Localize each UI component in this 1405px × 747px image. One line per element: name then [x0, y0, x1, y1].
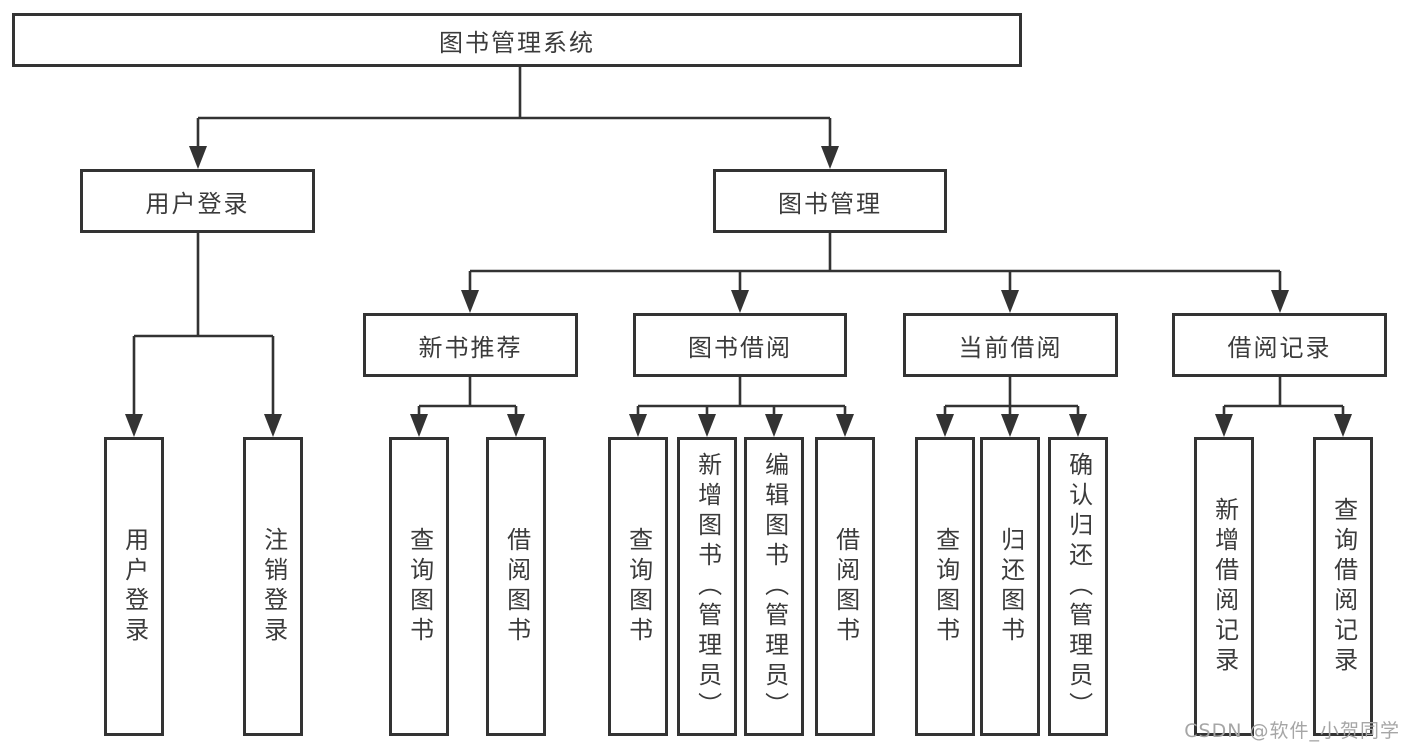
node-borrowing-add-books-admin-label: 新增图书（管理员）: [693, 451, 722, 722]
node-borrowing-borrow-books-label: 借阅图书: [831, 526, 860, 647]
node-records-add-record-label: 新增借阅记录: [1210, 496, 1239, 677]
node-user-login: 用户登录: [80, 169, 315, 233]
node-current-confirm-return-admin: 确认归还（管理员）: [1048, 437, 1108, 736]
node-new-book-recommend-label: 新书推荐: [418, 333, 523, 362]
node-logout-action: 注销登录: [243, 437, 303, 736]
node-user-login-label: 用户登录: [145, 189, 250, 218]
node-borrowing-borrow-books: 借阅图书: [815, 437, 875, 736]
node-current-confirm-return-admin-label: 确认归还（管理员）: [1064, 451, 1093, 722]
connector-lines: [132, 67, 1345, 418]
node-records-add-record: 新增借阅记录: [1194, 437, 1254, 736]
node-book-management: 图书管理: [713, 169, 947, 233]
connector-arrowheads: [125, 146, 1352, 437]
node-new-book-recommend: 新书推荐: [363, 313, 578, 377]
node-book-management-label: 图书管理: [778, 189, 882, 218]
node-borrowing-query-books-label: 查询图书: [624, 526, 653, 647]
node-current-borrowing: 当前借阅: [903, 313, 1118, 377]
node-library-system: 图书管理系统: [12, 13, 1022, 67]
node-borrowing-edit-books-admin: 编辑图书（管理员）: [744, 437, 804, 736]
node-borrowing-edit-books-admin-label: 编辑图书（管理员）: [760, 451, 789, 722]
node-current-return-books: 归还图书: [980, 437, 1040, 736]
csdn-watermark: CSDN @软件_小贺同学: [1184, 720, 1400, 742]
node-book-borrowing-label: 图书借阅: [688, 333, 792, 362]
node-recommend-borrow-books: 借阅图书: [486, 437, 546, 736]
node-user-login-action-label: 用户登录: [120, 526, 149, 647]
node-recommend-borrow-books-label: 借阅图书: [502, 526, 531, 647]
node-current-query-books: 查询图书: [915, 437, 975, 736]
node-recommend-query-books-label: 查询图书: [405, 526, 434, 647]
node-current-query-books-label: 查询图书: [931, 526, 960, 647]
node-library-system-label: 图书管理系统: [439, 28, 595, 57]
node-records-query-record-label: 查询借阅记录: [1329, 496, 1358, 677]
node-book-borrowing: 图书借阅: [633, 313, 847, 377]
node-logout-action-label: 注销登录: [259, 526, 288, 647]
node-borrowing-query-books: 查询图书: [608, 437, 668, 736]
node-records-query-record: 查询借阅记录: [1313, 437, 1373, 736]
node-borrow-records-label: 借阅记录: [1227, 333, 1332, 362]
node-current-borrowing-label: 当前借阅: [958, 333, 1063, 362]
node-borrow-records: 借阅记录: [1172, 313, 1387, 377]
node-current-return-books-label: 归还图书: [996, 526, 1025, 647]
node-recommend-query-books: 查询图书: [389, 437, 449, 736]
node-user-login-action: 用户登录: [104, 437, 164, 736]
node-borrowing-add-books-admin: 新增图书（管理员）: [677, 437, 737, 736]
